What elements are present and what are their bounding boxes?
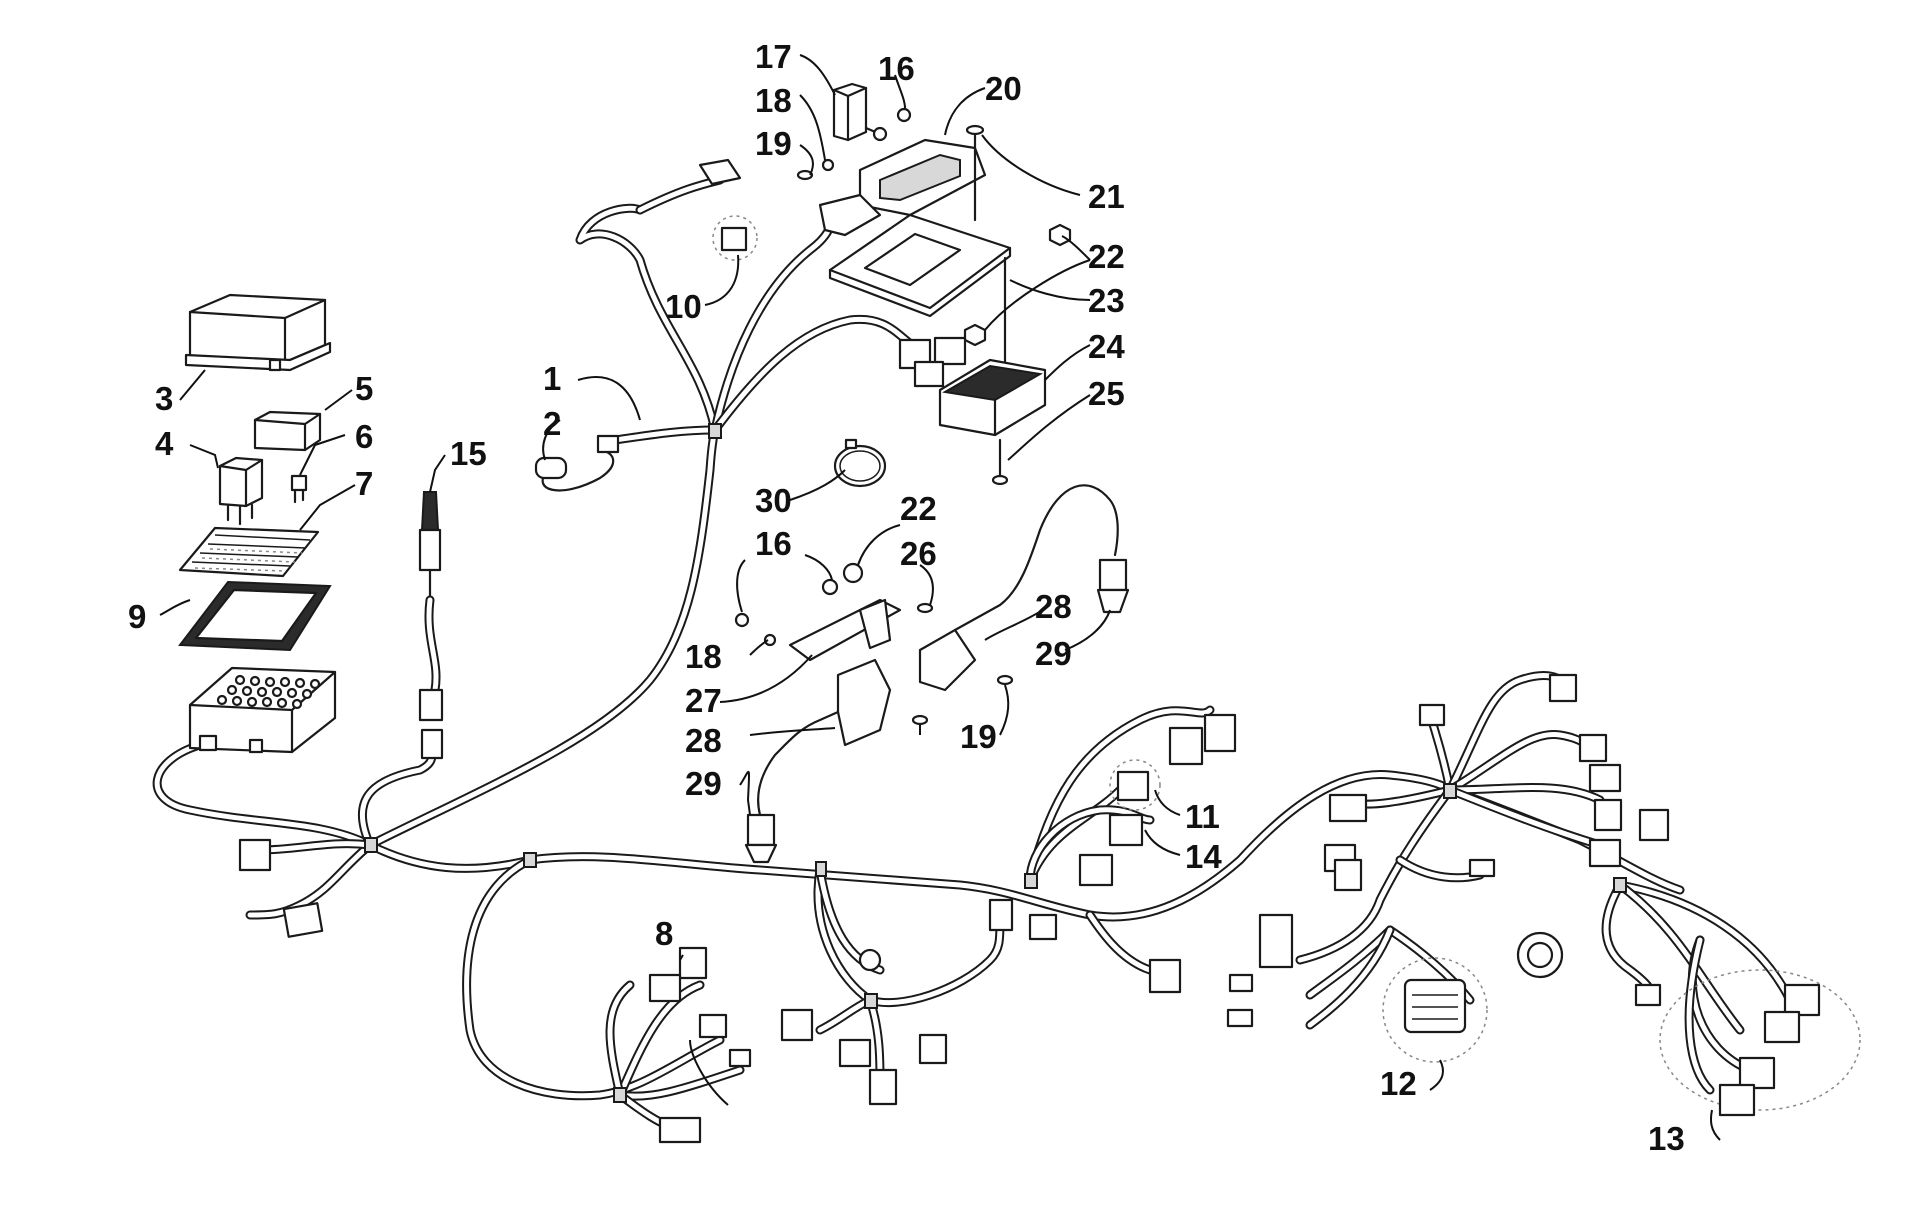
fuse-slot-grid — [216, 674, 321, 710]
voltage-regulator — [938, 358, 1047, 437]
callout-16-top: 16 — [878, 50, 915, 87]
callout-28-left: 28 — [685, 722, 722, 759]
callout-6: 6 — [355, 418, 373, 455]
top-connector — [698, 158, 742, 186]
callout-18-mid: 18 — [685, 638, 722, 675]
callout-25: 25 — [1088, 375, 1125, 412]
callout-13: 13 — [1648, 1120, 1685, 1157]
main-wiring-harness — [152, 175, 1795, 1135]
callout-22-top: 22 — [1088, 238, 1125, 275]
nut-22-mid — [963, 323, 987, 347]
screw-26 — [916, 602, 934, 614]
callout-4: 4 — [155, 425, 174, 462]
callout-11: 11 — [1185, 798, 1220, 835]
callout-26: 26 — [900, 535, 937, 572]
connector-12 — [1382, 957, 1488, 1063]
bolt-21 — [965, 124, 985, 222]
callout-7: 7 — [355, 465, 373, 502]
fuse-box-cover — [184, 293, 332, 372]
callout-12: 12 — [1380, 1065, 1417, 1102]
screw-19-top — [796, 169, 814, 181]
washer-16-mid — [821, 578, 839, 596]
spacer-22-mid — [842, 562, 864, 584]
callout-23: 23 — [1088, 282, 1125, 319]
ambient-sensor — [534, 434, 620, 492]
callout-labels: 1 2 3 4 5 6 7 8 9 10 11 12 13 14 15 16 1… — [128, 38, 1685, 1157]
connector-10 — [712, 215, 758, 261]
callout-2: 2 — [543, 405, 561, 442]
callout-22-mid: 22 — [900, 490, 937, 527]
hose-clamp — [833, 438, 887, 488]
callout-29-left: 29 — [685, 765, 722, 802]
bolt-25 — [991, 438, 1009, 486]
connectors-mid-lower — [780, 898, 1058, 1106]
sensor-28-right — [918, 484, 1130, 692]
callout-18-top: 18 — [755, 82, 792, 119]
connector-left-1 — [238, 838, 272, 872]
callout-28-right: 28 — [1035, 588, 1072, 625]
sensor-bracket — [788, 598, 902, 662]
sensor-28-left — [744, 658, 892, 864]
callout-3: 3 — [155, 380, 173, 417]
mounting-plate — [828, 213, 1012, 318]
callout-19-mid: 19 — [960, 718, 997, 755]
washer-16-lower — [734, 612, 750, 628]
engine-control-module — [818, 138, 987, 237]
callout-10: 10 — [665, 288, 702, 325]
fuse-box-gasket — [178, 580, 332, 652]
callout-29-right: 29 — [1035, 635, 1072, 672]
callout-27: 27 — [685, 682, 722, 719]
regulator-connectors — [898, 336, 967, 388]
fuse — [290, 474, 308, 504]
connectors-11-14 — [1078, 713, 1237, 994]
washer-16-top — [896, 107, 912, 123]
harness-ties — [364, 423, 1627, 1103]
nut-22-top — [1048, 223, 1072, 247]
callout-8: 8 — [655, 915, 673, 952]
callout-1: 1 — [543, 360, 561, 397]
callout-14: 14 — [1185, 838, 1222, 875]
screw-19-right — [996, 674, 1014, 686]
washer-18-top — [821, 158, 835, 172]
oxygen-sensor — [418, 491, 444, 760]
leader-lines — [159, 54, 1721, 1141]
callout-19-top: 19 — [755, 125, 792, 162]
connector-group-13 — [1659, 969, 1861, 1117]
relay — [218, 456, 264, 526]
callout-21: 21 — [1088, 178, 1125, 215]
connector-8 — [648, 946, 752, 1144]
callout-30: 30 — [755, 482, 792, 519]
fuse-box-base — [188, 666, 337, 754]
callout-17: 17 — [755, 38, 792, 75]
callout-5: 5 — [355, 370, 373, 407]
screw-19-left — [911, 714, 929, 726]
callout-24: 24 — [1088, 328, 1125, 365]
callout-9: 9 — [128, 598, 146, 635]
connectors-right-cluster — [1226, 673, 1670, 1028]
washer-18-mid — [763, 633, 777, 647]
relay-cover — [253, 410, 322, 452]
callout-15: 15 — [450, 435, 487, 472]
callout-20: 20 — [985, 70, 1022, 107]
starter-relay — [832, 82, 888, 142]
callout-16-mid: 16 — [755, 525, 792, 562]
connector-left-2 — [282, 902, 324, 938]
fuse-label-sheet — [178, 526, 320, 578]
